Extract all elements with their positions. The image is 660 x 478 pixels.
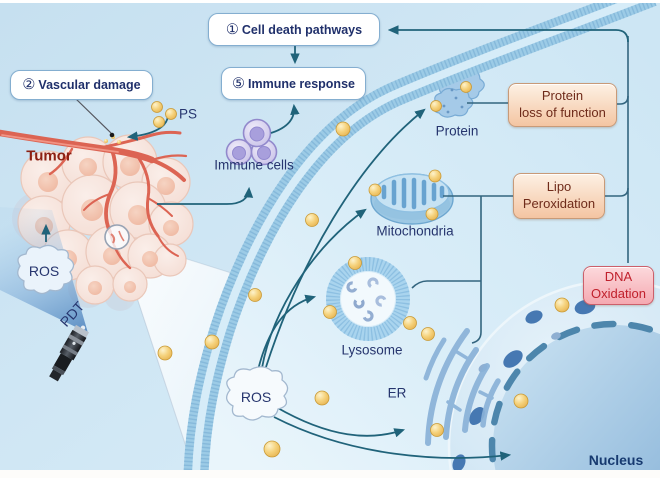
pathway-arrows xyxy=(41,25,629,461)
arrow-to-cell-death xyxy=(387,25,629,43)
protein-loss-line2: loss of function xyxy=(519,105,606,120)
immune-response-box: ⑤ Immune response xyxy=(221,67,366,100)
mitochondria-illustration xyxy=(370,173,454,225)
lysosome-label: Lysosome xyxy=(341,342,403,358)
er-label: ER xyxy=(387,385,407,401)
vascular-damage-site xyxy=(104,132,121,144)
vascular-damage-label: Vascular damage xyxy=(38,78,141,92)
laser-device xyxy=(49,324,89,382)
cell-membrane xyxy=(183,0,657,475)
arrow-immunecells-to-response xyxy=(270,103,300,134)
lipo-line1: Lipo xyxy=(546,179,572,195)
protein-loss-box: Protein loss of function xyxy=(508,83,617,127)
tumor-label: Tumor xyxy=(26,147,72,165)
protein-loss-line1: Protein xyxy=(541,88,584,104)
immune-response-label: Immune response xyxy=(248,76,355,91)
lysosome-enzymes xyxy=(346,277,387,322)
dna-line2: Oxidation xyxy=(591,285,646,301)
immune-cells-illustration xyxy=(225,118,278,166)
mitochondria-label: Mitochondria xyxy=(376,223,454,239)
immune-cells-label: Immune cells xyxy=(214,157,294,173)
arrow-ros-to-mitochondria xyxy=(261,208,367,369)
lipo-peroxidation-box: Lipo Peroxidation xyxy=(513,173,605,219)
top-margin xyxy=(0,0,660,3)
dna-oxidation-box: DNA Oxidation xyxy=(583,266,654,305)
bottom-margin xyxy=(0,470,660,478)
ps-label: PS xyxy=(178,106,198,122)
step-number-2: ② xyxy=(22,77,36,93)
vascular-damage-box: ② Vascular damage xyxy=(10,70,153,100)
ros-extracellular-bubble xyxy=(17,244,75,295)
arrow-tumor-to-immunecells xyxy=(157,186,254,205)
dna-line1: DNA xyxy=(604,268,633,284)
ros-extracellular-label: ROS xyxy=(28,263,60,279)
cell-death-pathways-label: Cell death pathways xyxy=(241,22,363,37)
photosensitizer-dots xyxy=(151,81,570,458)
ros-intracellular-label: ROS xyxy=(240,389,272,405)
nucleus-label: Nucleus xyxy=(588,452,644,468)
arrow-ros-to-lysosome xyxy=(257,294,317,371)
cell-death-pathways-box: ① Cell death pathways xyxy=(208,13,380,46)
arrow-ps-to-tumor xyxy=(126,115,169,141)
cristae xyxy=(381,177,445,210)
effect-connectors xyxy=(411,36,629,344)
er-illustration xyxy=(423,328,501,446)
arrow-ros-to-protein xyxy=(265,108,426,368)
tumor-blood-vessels xyxy=(0,129,188,270)
arrow-ros-to-er xyxy=(275,406,406,438)
step-number-5: ⑤ xyxy=(232,75,245,92)
lipo-line2: Peroxidation xyxy=(522,196,596,211)
protein-label: Protein xyxy=(435,123,479,139)
vascular-damage-leader xyxy=(74,97,112,134)
lysosome-illustration xyxy=(326,257,410,341)
magnifier-circle xyxy=(104,224,130,250)
step-number-1: ① xyxy=(225,21,239,38)
arrow-ros-to-nucleus xyxy=(273,416,512,461)
tumor-illustration xyxy=(0,129,194,311)
nucleus-illustration xyxy=(447,279,660,478)
ros-intracellular-bubble xyxy=(226,366,289,421)
nuclear-envelope xyxy=(488,320,660,478)
